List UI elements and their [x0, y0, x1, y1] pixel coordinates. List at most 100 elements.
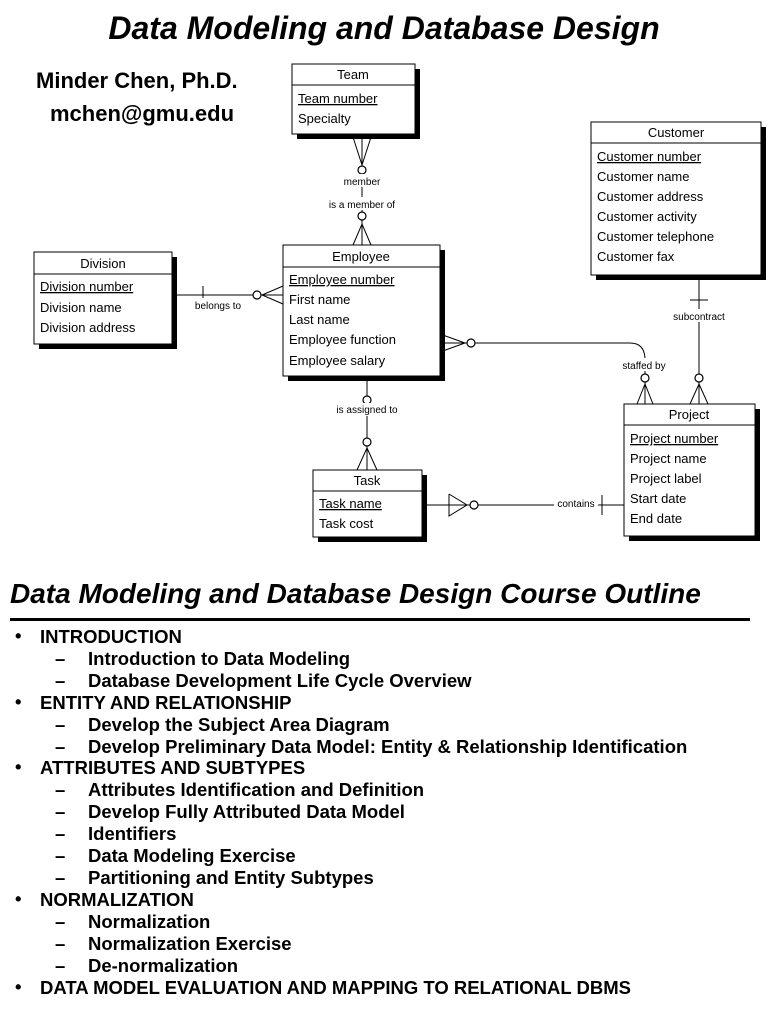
outline-item-label: Identifiers [88, 823, 177, 845]
outline-item: –Identifiers [40, 823, 768, 845]
task-crowfoot [356, 446, 378, 471]
bullet-icon: • [15, 690, 22, 712]
employee-division-crowfoot [260, 285, 284, 305]
entity-employee-attr: Employee number [289, 272, 395, 287]
project-customer-circle [694, 373, 704, 383]
outline-item-label: Introduction to Data Modeling [88, 647, 351, 669]
entity-task-title: Task [354, 473, 381, 488]
entity-customer-attr: Customer address [597, 189, 704, 204]
outline-item: –Normalization [40, 911, 768, 933]
outline-section-label: INTRODUCTION [40, 626, 182, 647]
entity-division-attr: Division name [40, 300, 122, 315]
division-optional-circle [252, 290, 262, 300]
outline-item: –Develop Preliminary Data Model: Entity … [40, 736, 768, 758]
employee-task-circle [362, 395, 372, 405]
entity-employee: Employee Employee number First name Last… [282, 244, 445, 381]
rel-belongs-to-label: belongs to [195, 301, 242, 312]
outline-section-label: NORMALIZATION [40, 888, 194, 910]
outline-item-label: Database Development Life Cycle Overview [88, 669, 472, 691]
employee-optional-circle [357, 211, 367, 221]
entity-team-title: Team [337, 67, 369, 82]
outline-title: Data Modeling and Database Design Course… [10, 578, 701, 609]
entity-division-attr: Division address [40, 320, 136, 335]
dash-icon: – [55, 823, 66, 845]
rel-member-label: member [344, 177, 381, 188]
entity-employee-attr: Employee function [289, 332, 396, 347]
employee-team-crowfoot [352, 222, 372, 246]
outline-item: –Partitioning and Entity Subtypes [40, 867, 768, 889]
outline-item: –De-normalization [40, 955, 768, 977]
employee-project-crowfoot [439, 333, 467, 353]
course-outline: • INTRODUCTION –Introduction to Data Mod… [0, 625, 768, 998]
team-crowfoot [351, 133, 373, 167]
bullet-icon: • [15, 756, 22, 778]
outline-item: –Attributes Identification and Definitio… [40, 779, 768, 801]
entity-project-attr: Project number [630, 431, 719, 446]
entity-task: Task Task name Task cost [312, 469, 427, 542]
dash-icon: – [55, 735, 66, 757]
bullet-icon: • [15, 975, 22, 997]
entity-project-attr: Start date [630, 491, 686, 506]
rel-subcontract-label: subcontract [673, 312, 725, 323]
entity-project-attr: Project label [630, 471, 702, 486]
outline-item-label: Develop Preliminary Data Model: Entity &… [88, 735, 688, 757]
entity-customer-attr: Customer number [597, 149, 702, 164]
entity-team-attr: Team number [298, 91, 378, 106]
outline-section: • ENTITY AND RELATIONSHIP –Develop the S… [0, 690, 768, 758]
rel-is-member-of-label: is a member of [329, 200, 395, 211]
entity-customer-attr: Customer fax [597, 249, 675, 264]
outline-item-label: Normalization [88, 910, 211, 932]
entity-project-title: Project [669, 407, 710, 422]
team-optional-circle [357, 165, 367, 175]
outline-item: –Data Modeling Exercise [40, 845, 768, 867]
dash-icon: – [55, 954, 66, 976]
outline-item-label: Partitioning and Entity Subtypes [88, 866, 374, 888]
dash-icon: – [55, 932, 66, 954]
er-diagram: member is a member of belongs to subcont… [33, 63, 766, 542]
outline-section-label: DATA MODEL EVALUATION AND MAPPING TO REL… [40, 976, 631, 998]
task-project-circle [469, 500, 479, 510]
dash-icon: – [55, 669, 66, 691]
entity-customer-attr: Customer activity [597, 209, 697, 224]
outline-item-label: De-normalization [88, 954, 239, 976]
entity-customer-attr: Customer telephone [597, 229, 714, 244]
project-customer-crowfoot [689, 382, 709, 405]
entity-customer-title: Customer [648, 125, 705, 140]
entity-employee-attr: Last name [289, 312, 350, 327]
entity-project-attr: End date [630, 511, 682, 526]
page-title: Data Modeling and Database Design [108, 10, 660, 46]
task-project-arrow [448, 493, 468, 517]
author-email: mchen@gmu.edu [50, 101, 235, 126]
entity-task-attr: Task cost [319, 516, 374, 531]
entity-employee-title: Employee [332, 249, 390, 264]
outline-item-label: Normalization Exercise [88, 932, 292, 954]
dash-icon: – [55, 713, 66, 735]
dash-icon: – [55, 647, 66, 669]
bullet-icon: • [15, 887, 22, 909]
dash-icon: – [55, 910, 66, 932]
entity-division-title: Division [80, 256, 126, 271]
entity-division-attr: Division number [40, 279, 134, 294]
outline-item: –Develop Fully Attributed Data Model [40, 801, 768, 823]
outline-section-label: ENTITY AND RELATIONSHIP [40, 691, 292, 713]
outline-item: –Normalization Exercise [40, 933, 768, 955]
project-employee-crowfoot [636, 382, 654, 405]
entity-customer-attr: Customer name [597, 169, 689, 184]
entity-division: Division Division number Division name D… [33, 251, 177, 349]
entity-task-attr: Task name [319, 496, 382, 511]
employee-project-circle [466, 338, 476, 348]
entity-team-attr: Specialty [298, 111, 351, 126]
employee-project-line [440, 342, 646, 404]
outline-item-label: Data Modeling Exercise [88, 845, 296, 867]
entity-project-attr: Project name [630, 451, 707, 466]
task-optional-circle [362, 437, 372, 447]
entity-project: Project Project number Project name Proj… [623, 403, 760, 541]
rel-is-assigned-to-label: is assigned to [336, 405, 398, 416]
entity-customer: Customer Customer number Customer name C… [590, 121, 766, 280]
outline-item-label: Develop the Subject Area Diagram [88, 713, 390, 735]
outline-divider [10, 618, 750, 621]
entity-employee-attr: First name [289, 292, 350, 307]
outline-item: –Database Development Life Cycle Overvie… [40, 670, 768, 692]
dash-icon: – [55, 801, 66, 823]
project-staff-circle [640, 373, 650, 383]
